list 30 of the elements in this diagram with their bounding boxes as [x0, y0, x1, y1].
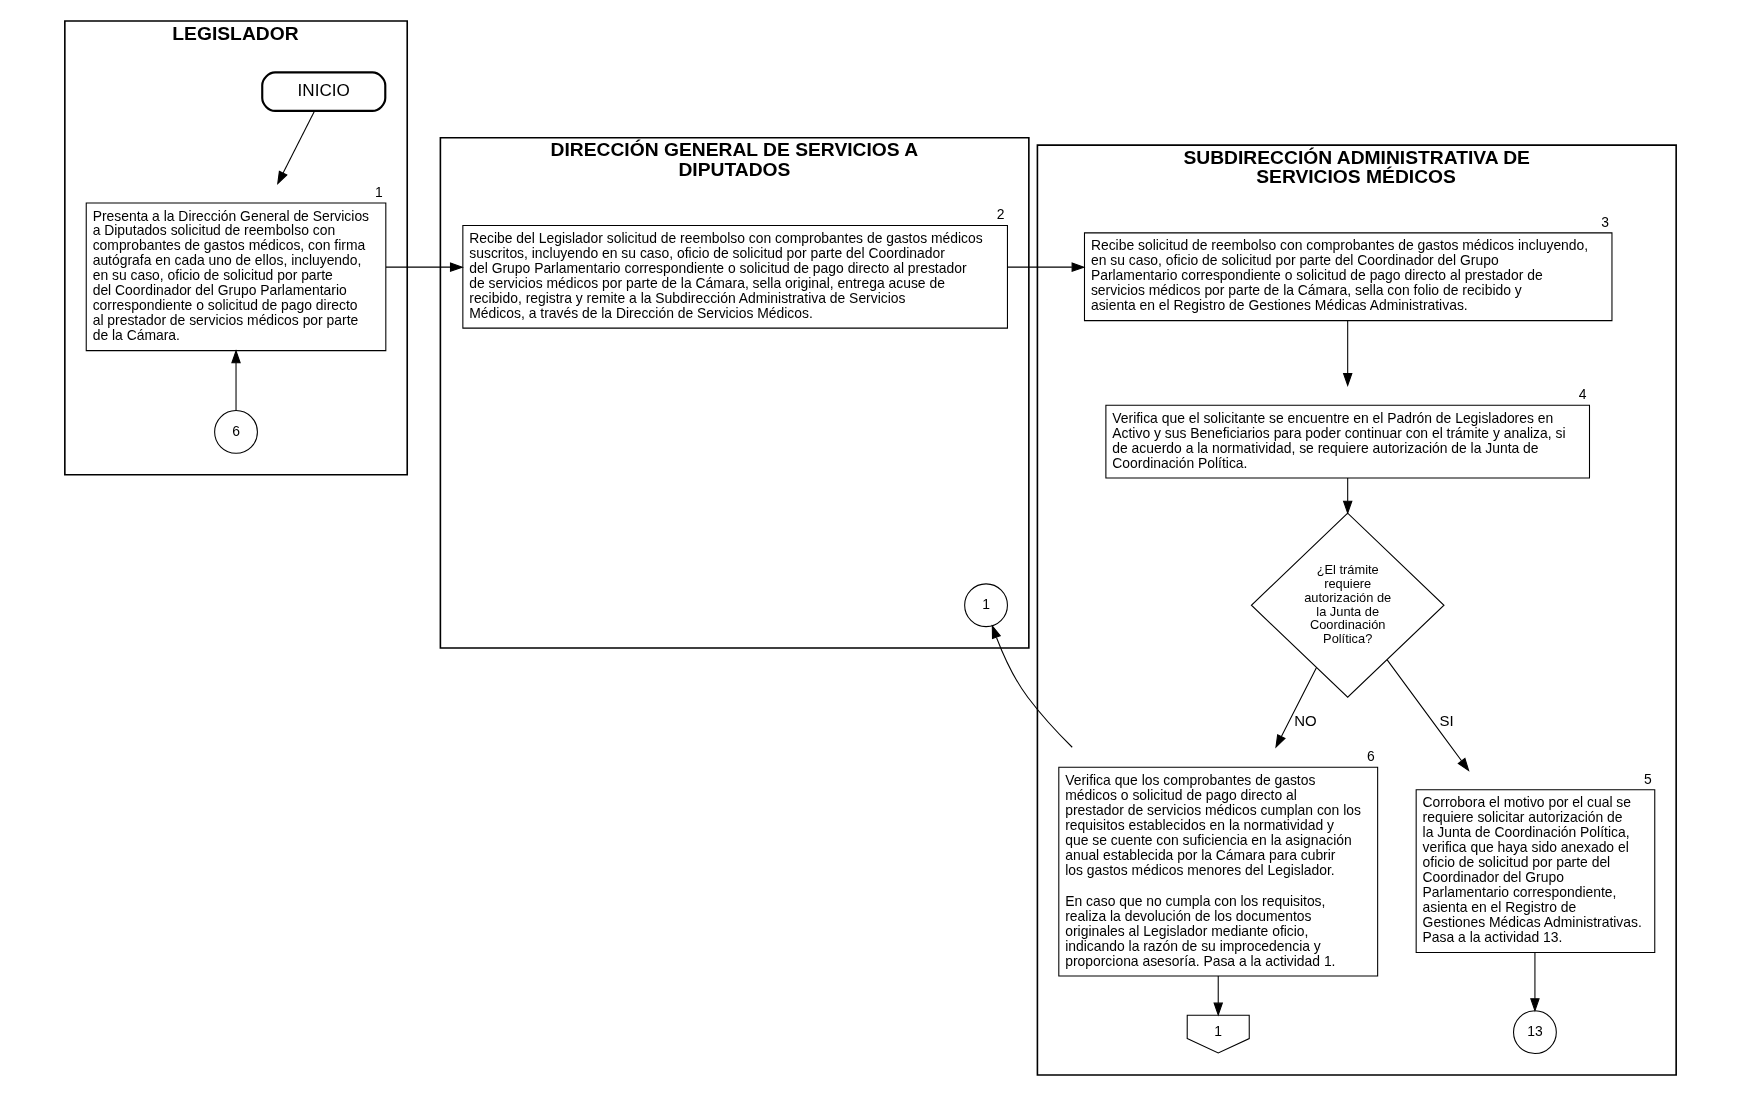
node-label: 4 [1578, 386, 1587, 403]
arrow [1275, 666, 1318, 749]
node-box: Verifica que el solicitante se encuentre en el Padrón de Legisladores en Activo y sus Beneficiarios para poder continuar con el trámite y analiza, si de acuerdo a la normatividad, se requiere autorización de la Junta de Coordinación Política. [1105, 404, 1591, 479]
node-box: Recibe solicitud de reembolso con comprobantes de gastos médicos incluyendo, en su caso, oficio de solicitud por parte del Coordinador del Grupo Parlamentario correspondiente o solicitud de pago directo al prestador de servicios médicos por parte de la Cámara, sella con folio de recibido y asienta en el Registro de Gestiones Médicas Administrativas. [1083, 232, 1613, 322]
node-box: Recibe del Legislador solicitud de reembolso con comprobantes de gastos médicos suscritos, incluyendo en su caso, oficio de solicitud por parte del Coordinador del Grupo Parlamentario correspondiente o solicitud de pago directo al prestador de servicios médicos por parte de la Cámara, sella original, entrega acuse de recibido, registra y remite a la Subdirección Administrativa de Servicios Médicos, a través de la Dirección de Servicios Médicos. [462, 224, 1008, 329]
arrow [1530, 952, 1540, 1013]
node-circle: 13 [1513, 1010, 1557, 1055]
edge-label: NO [1294, 712, 1317, 730]
arrow [1386, 659, 1470, 772]
arrow [277, 110, 316, 186]
node-box: Verifica que los comprobantes de gastos médicos o solicitud de pago directo al prestador de servicios médicos cumplan con los requisitos establecidos en la normatividad y que se cuente con suficiencia en la asignación anual establecida por la Cámara para cubrir los gastos médicos menores del Legislador. En caso que no cumpla con los requisitos, realiza la devolución de los documentos originales al Legislador mediante oficio, indicando la razón de su improcedencia y proporciona asesoría. Pasa a la actividad 1. [1058, 766, 1379, 977]
node-box: Corrobora el motivo por el cual se requiere solicitar autorización de la Junta de Coordinación Política, verifica que haya sido anexado el oficio de solicitud por parte del Coordinador del Grupo Parlamentario correspondiente, asienta en el Registro de Gestiones Médicas Administrativas. Pasa a la actividad 13. [1415, 789, 1656, 953]
arrow [991, 624, 1073, 748]
node-label: 2 [996, 206, 1005, 223]
node-box: Presenta a la Dirección General de Servicios a Diputados solicitud de reembolso con comprobantes de gastos médicos, con firma autógrafa en cada uno de ellos, incluyendo, en su caso, oficio de solicitud por parte del Coordinador del Grupo Parlamentario correspondiente o solicitud de pago directo al prestador de servicios médicos por parte de la Cámara. [85, 202, 387, 352]
node-label: 6 [1366, 748, 1375, 765]
node-label: 1 [375, 183, 383, 200]
node-label: 5 [1644, 770, 1652, 787]
node-diamond: ¿El trámite requiere autorización de la Junta de Coordinación Política? [1250, 512, 1445, 698]
node-circle: 1 [964, 583, 1008, 628]
arrow [1213, 975, 1224, 1017]
node-circle: 6 [214, 409, 258, 454]
edge-label: SI [1439, 712, 1454, 730]
arrow [385, 262, 464, 272]
node-box: INICIO [261, 71, 387, 112]
arrow [1342, 477, 1353, 515]
arrow [1342, 320, 1353, 387]
arrow [231, 349, 241, 411]
node-label: 3 [1601, 213, 1609, 230]
arrow [1006, 262, 1086, 272]
